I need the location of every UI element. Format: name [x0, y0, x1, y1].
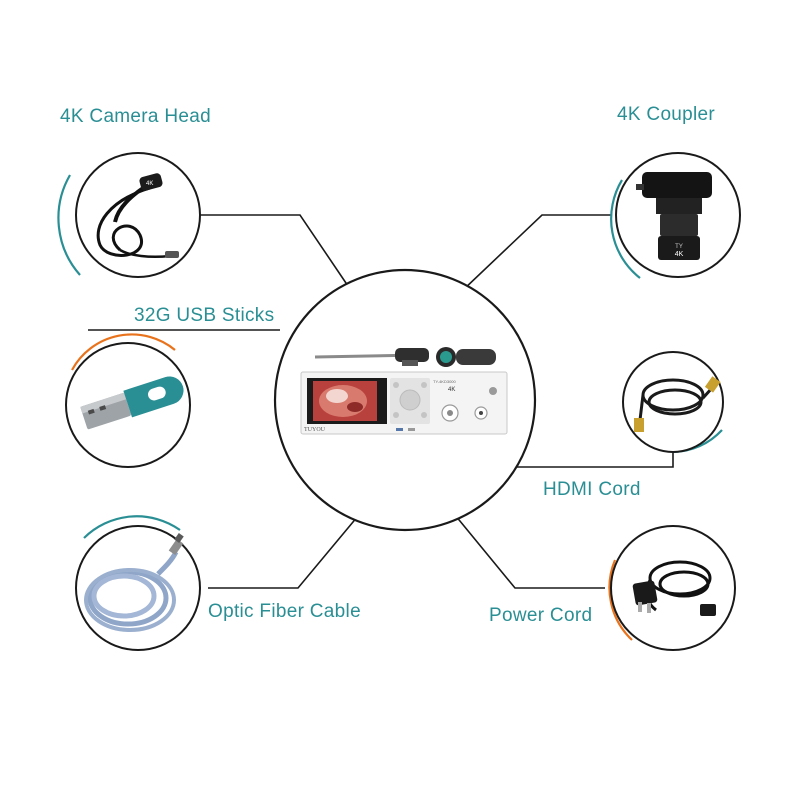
camera-head-icon: 4K [96, 173, 179, 258]
label-usb-sticks: 32G USB Sticks [134, 305, 275, 326]
arc-camera [57, 174, 81, 276]
arc-coupler [610, 179, 641, 279]
coupler-4k-badge: 4K [675, 251, 684, 258]
usb-stick-icon [80, 376, 184, 430]
label-power-cord: Power Cord [489, 605, 593, 626]
device-model-text: TY-4KD3000 [433, 379, 457, 384]
circle-camera-head [75, 152, 201, 278]
arc-fiber [83, 515, 181, 539]
circle-hdmi [622, 351, 724, 453]
connector-power [454, 514, 605, 589]
optic-fiber-cable-icon [84, 533, 184, 632]
power-cord-icon [632, 560, 716, 616]
svg-text:TY: TY [675, 244, 683, 250]
accent-arcs [57, 174, 723, 641]
connector-camera [200, 214, 349, 287]
label-coupler: 4K Coupler [617, 104, 716, 125]
endoscope-device-icon: TUYOU TY-4KD3000 4K [300, 347, 508, 435]
arc-power [608, 559, 633, 641]
device-brand: TUYOU [304, 427, 326, 433]
connector-hdmi [512, 452, 674, 468]
connector-lines [88, 214, 674, 589]
hdmi-cord-icon [634, 376, 721, 432]
connector-fiber [208, 515, 359, 589]
connector-coupler [461, 214, 612, 292]
camera-4k-badge: 4K [146, 181, 153, 187]
label-optic-fiber-cable: Optic Fiber Cable [208, 601, 361, 622]
device-4k-badge: 4K [448, 387, 455, 393]
coupler-icon: TY 4K [636, 172, 712, 260]
label-camera-head: 4K Camera Head [60, 106, 211, 127]
label-hdmi-cord: HDMI Cord [543, 479, 641, 500]
circle-power [610, 525, 736, 651]
arc-usb [71, 333, 176, 371]
